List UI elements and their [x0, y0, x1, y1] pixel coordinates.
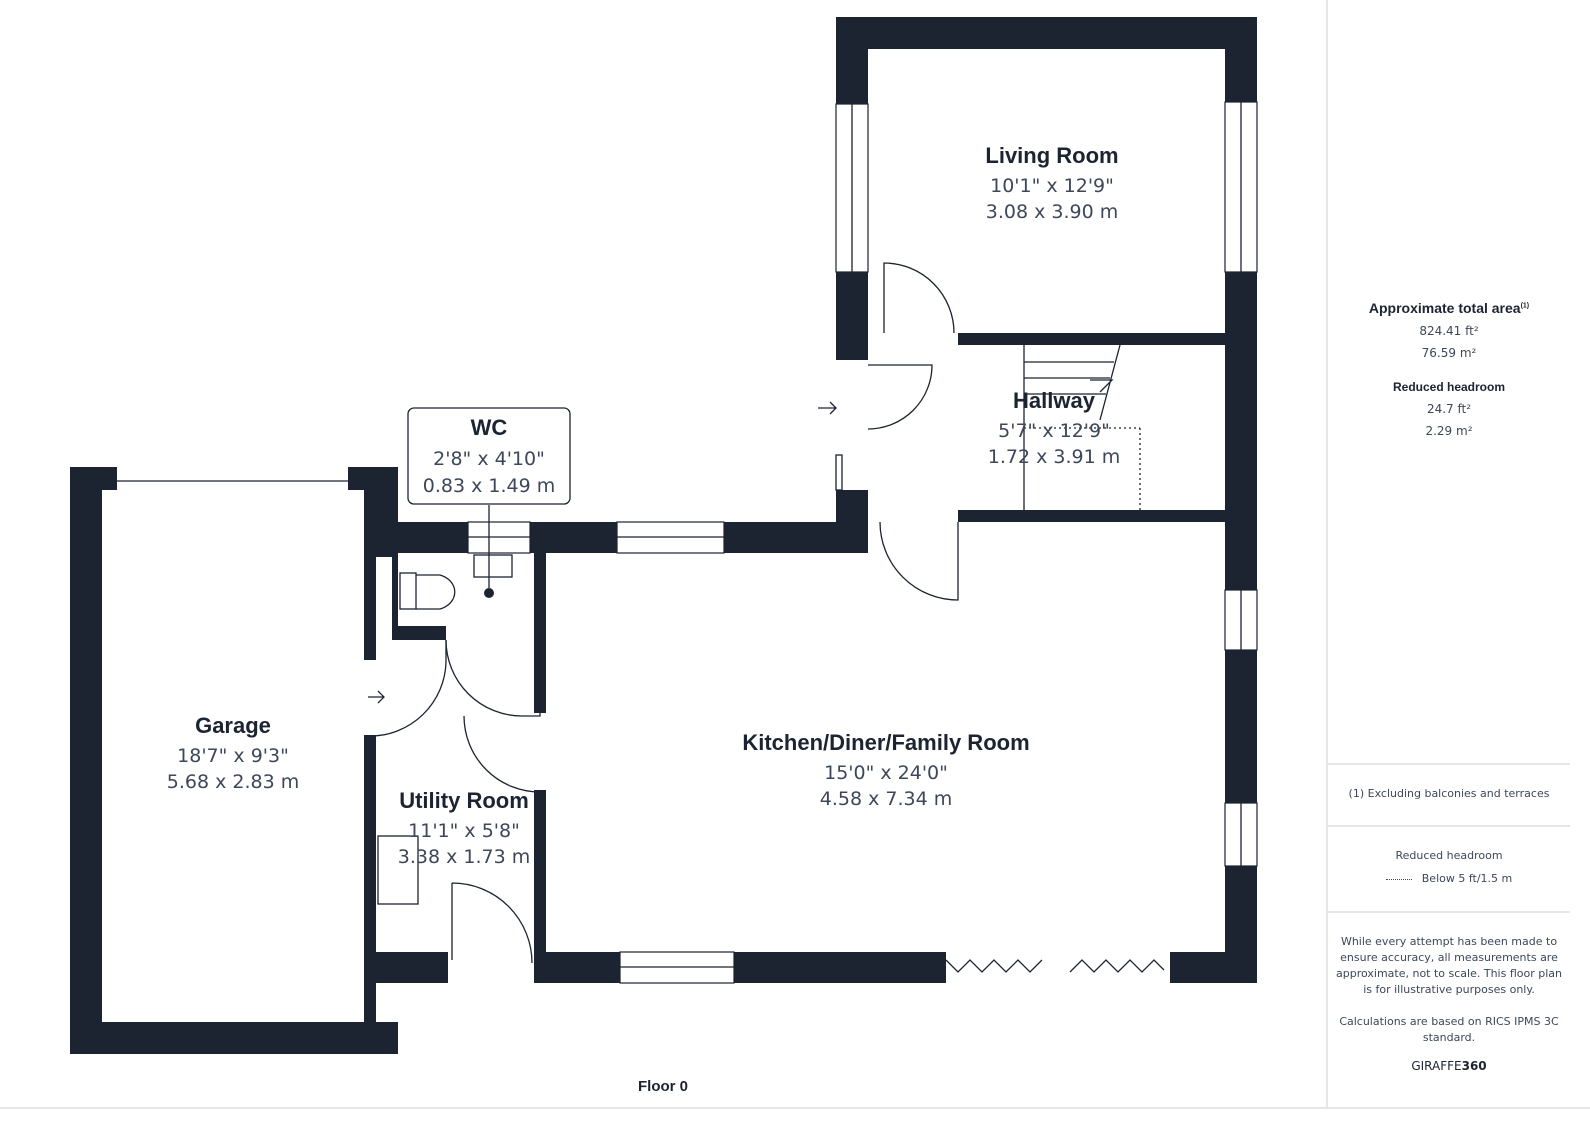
- divider: [1328, 763, 1570, 765]
- room-dim-metric: 0.83 x 1.49 m: [423, 475, 555, 497]
- doors: [368, 262, 1165, 973]
- windows: [117, 101, 1258, 984]
- total-area-section: Approximate total area(1) 824.41 ft² 76.…: [1328, 300, 1570, 438]
- giraffe360-logo: GIRAFFE360: [1411, 1059, 1487, 1073]
- footnote: (1) Excluding balconies and terraces: [1348, 787, 1550, 800]
- room-wc: WC 2'8" x 4'10" 0.83 x 1.49 m: [423, 415, 555, 497]
- room-dim-metric: 3.08 x 3.90 m: [986, 201, 1118, 223]
- room-dim-imperial: 18'7" x 9'3": [177, 745, 289, 767]
- reduced-headroom-ft: 24.7 ft²: [1426, 402, 1472, 416]
- room-dim-metric: 4.58 x 7.34 m: [820, 788, 952, 810]
- room-dim-metric: 5.68 x 2.83 m: [167, 771, 299, 793]
- wc-label-box: [407, 407, 571, 505]
- total-area-title: Approximate total area: [1368, 300, 1521, 316]
- room-dim-imperial: 2'8" x 4'10": [433, 448, 545, 470]
- bottom-border: [0, 1107, 1590, 1109]
- info-panel: Approximate total area(1) 824.41 ft² 76.…: [1326, 0, 1590, 1108]
- divider: [1328, 825, 1570, 827]
- room-name: WC: [471, 415, 508, 440]
- room-kitchen-diner-family: Kitchen/Diner/Family Room 15'0" x 24'0" …: [742, 730, 1029, 810]
- room-dim-imperial: 11'1" x 5'8": [408, 820, 520, 842]
- room-dim-metric: 3.38 x 1.73 m: [398, 846, 530, 868]
- walls: [70, 17, 1257, 1054]
- fixtures: [377, 344, 1141, 905]
- room-utility-room: Utility Room 11'1" x 5'8" 3.38 x 1.73 m: [398, 788, 530, 868]
- calculation-note: Calculations are based on RICS IPMS 3C s…: [1339, 1015, 1559, 1044]
- room-name: Utility Room: [399, 788, 529, 813]
- floor-plan: Living Room 10'1" x 12'9" 3.08 x 3.90 m …: [70, 17, 1258, 1054]
- room-dim-imperial: 15'0" x 24'0": [824, 762, 948, 784]
- room-dim-metric: 1.72 x 3.91 m: [988, 446, 1120, 468]
- reduced-headroom-title: Reduced headroom: [1392, 380, 1506, 394]
- room-dim-imperial: 10'1" x 12'9": [990, 175, 1114, 197]
- room-name: Hallway: [1013, 388, 1096, 413]
- room-dim-imperial: 5'7" x 12'9": [998, 420, 1110, 442]
- legend-section: Reduced headroom Below 5 ft/1.5 m: [1328, 849, 1570, 885]
- total-area-m: 76.59 m²: [1421, 346, 1477, 360]
- room-living-room: Living Room 10'1" x 12'9" 3.08 x 3.90 m: [985, 143, 1118, 223]
- room-name: Kitchen/Diner/Family Room: [742, 730, 1029, 755]
- legend-title: Reduced headroom: [1395, 849, 1503, 862]
- disclaimer-section: While every attempt has been made to ens…: [1328, 934, 1570, 1074]
- divider: [1328, 911, 1570, 913]
- room-hallway: Hallway 5'7" x 12'9" 1.72 x 3.91 m: [988, 388, 1120, 468]
- dotted-line-icon: [1385, 878, 1412, 880]
- total-area-ft: 824.41 ft²: [1419, 324, 1479, 338]
- room-name: Garage: [195, 713, 271, 738]
- floor-label: Floor 0: [637, 1078, 688, 1095]
- room-garage: Garage 18'7" x 9'3" 5.68 x 2.83 m: [167, 713, 299, 793]
- disclaimer: While every attempt has been made to ens…: [1336, 935, 1562, 996]
- room-name: Living Room: [985, 143, 1118, 168]
- reduced-headroom-m: 2.29 m²: [1425, 424, 1473, 438]
- footnote-mark: (1): [1520, 302, 1530, 310]
- legend-item: Below 5 ft/1.5 m: [1421, 872, 1513, 885]
